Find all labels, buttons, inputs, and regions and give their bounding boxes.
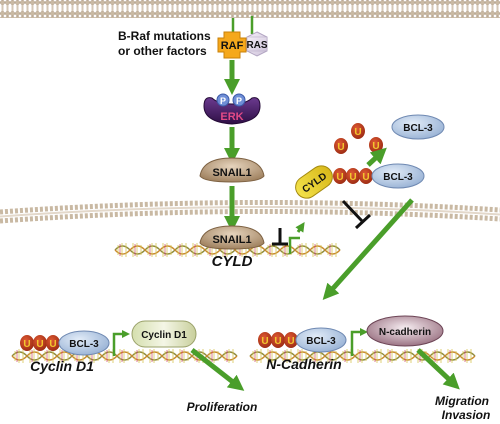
ubiquitin-u: U — [354, 127, 361, 138]
bcl3-label: BCL-3 — [383, 172, 413, 183]
ubiquitin-u: U — [362, 172, 369, 183]
ubiquitin-u: U — [287, 336, 294, 347]
snail1-label-nucleus: SNAIL1 — [212, 234, 251, 246]
cyclin-d1-protein: Cyclin D1 — [131, 320, 197, 348]
phospho-circle-left — [216, 93, 230, 107]
phospho-circle-right — [232, 93, 246, 107]
outcome-migration: Migration — [435, 394, 489, 408]
snail1-protein-cytoplasm: SNAIL1 — [199, 157, 265, 183]
ubiquitin-u: U — [372, 141, 379, 152]
ubiquitin-u: U — [261, 336, 268, 347]
bcl3-protein-ncad: BCL-3 — [295, 327, 347, 353]
released-ubiquitins: U U U — [334, 123, 383, 154]
ubiquitin-u: U — [349, 172, 356, 183]
snail1-protein-nucleus: SNAIL1 — [199, 225, 265, 250]
bcl3-label: BCL-3 — [306, 336, 336, 347]
outcome-invasion: Invasion — [442, 408, 491, 422]
ubiquitin-u: U — [23, 339, 30, 350]
ubiquitin-u: U — [336, 172, 343, 183]
bcl3-protein-free: BCL-3 — [391, 114, 445, 140]
cyld-protein: CYLD — [295, 165, 333, 199]
gene-n-cadherin-label: N-Cadherin — [266, 356, 341, 372]
ubiquitin-chain-cyclin: U U U — [20, 335, 60, 351]
gene-cyld-label: CYLD — [212, 253, 253, 270]
erk-label: ERK — [220, 111, 243, 123]
inhibit-cyld-deubiquitination — [341, 199, 372, 230]
ubiquitin-u: U — [49, 339, 56, 350]
raf-protein: RAF — [217, 31, 247, 59]
snail1-label-cytoplasm: SNAIL1 — [212, 167, 251, 179]
upstream-label-line2: or other factors — [118, 44, 207, 58]
ras-label: RAS — [246, 40, 267, 51]
gene-cyclin-d1-label: Cyclin D1 — [30, 358, 94, 374]
ubiquitin-u: U — [337, 142, 344, 153]
plasma-membrane — [0, 0, 500, 18]
bcl3-label: BCL-3 — [69, 339, 99, 350]
bcl3-protein-cyclin: BCL-3 — [58, 330, 110, 356]
outcome-proliferation: Proliferation — [187, 400, 258, 414]
n-cadherin-protein-label: N-cadherin — [379, 327, 431, 338]
bcl3-label: BCL-3 — [403, 123, 433, 134]
cyclin-d1-protein-label: Cyclin D1 — [141, 330, 187, 341]
ras-protein: RAS — [246, 31, 268, 57]
phospho-label-left: P — [220, 96, 226, 106]
inhibit-snail1-cyld — [272, 228, 288, 246]
upstream-label-line1: B-Raf mutations — [118, 29, 211, 43]
bcl3-protein-cyld: BCL-3 — [371, 163, 425, 189]
n-cadherin-protein: N-cadherin — [366, 315, 444, 347]
ubiquitin-chain-ncad: U U U — [258, 332, 298, 348]
ubiquitin-u: U — [274, 336, 281, 347]
ubiquitin-u: U — [36, 339, 43, 350]
phospho-label-right: P — [236, 96, 242, 106]
erk-protein: P P ERK — [203, 93, 261, 125]
nuclear-membrane — [0, 199, 500, 224]
raf-label: RAF — [221, 40, 244, 52]
ubiquitin-chain-cyld: U U U — [333, 168, 373, 184]
